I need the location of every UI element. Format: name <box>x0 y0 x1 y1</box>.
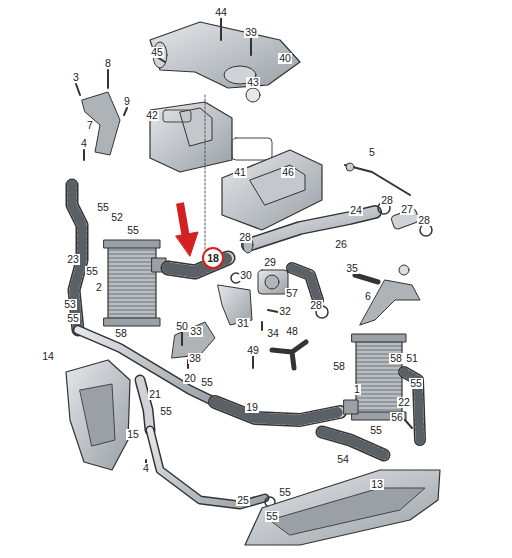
callout-number: 40 <box>278 53 292 64</box>
callout-number: 56 <box>390 412 404 423</box>
callout-number: 25 <box>236 495 250 506</box>
callout-number: 30 <box>239 270 253 281</box>
callout-number: 24 <box>349 205 363 216</box>
callout-number: 53 <box>63 299 77 310</box>
callout-number: 28 <box>309 300 323 311</box>
callout-number: 27 <box>400 204 414 215</box>
callout-number: 18 <box>207 252 219 264</box>
callout-number: 52 <box>110 212 124 223</box>
callout-number: 6 <box>364 291 372 302</box>
callout-number: 35 <box>345 263 359 274</box>
callout-number: 7 <box>86 120 94 131</box>
callout-number: 42 <box>145 110 159 121</box>
callout-number: 38 <box>188 353 202 364</box>
callout-number: 48 <box>285 326 299 337</box>
callout-number: 55 <box>200 377 214 388</box>
callout-number: 22 <box>397 397 411 408</box>
callout-number: 15 <box>126 429 140 440</box>
callout-number: 50 <box>175 321 189 332</box>
callout-number: 55 <box>85 266 99 277</box>
callout-number: 4 <box>142 463 150 474</box>
callout-number: 1 <box>353 384 361 395</box>
callout-number: 5 <box>368 147 376 158</box>
callout-number: 31 <box>236 318 250 329</box>
callout-number: 2 <box>95 282 103 293</box>
callout-number: 33 <box>189 326 203 337</box>
callout-number: 23 <box>66 254 80 265</box>
callout-number: 28 <box>380 195 394 206</box>
callout-number: 41 <box>233 167 247 178</box>
callout-number: 55 <box>369 425 383 436</box>
callout-number: 55 <box>126 225 140 236</box>
callout-number: 55 <box>409 378 423 389</box>
callout-number: 13 <box>370 479 384 490</box>
callout-number: 55 <box>159 406 173 417</box>
callout-number: 9 <box>123 96 131 107</box>
callout-number: 58 <box>114 328 128 339</box>
callout-number: 20 <box>183 373 197 384</box>
callout-number: 28 <box>417 215 431 226</box>
callout-number: 43 <box>246 77 260 88</box>
callout-number: 49 <box>246 345 260 356</box>
callout-number: 8 <box>104 58 112 69</box>
callout-number: 55 <box>96 202 110 213</box>
callout-number: 54 <box>336 454 350 465</box>
callout-number: 51 <box>405 353 419 364</box>
callout-number: 55 <box>66 313 80 324</box>
callout-number: 26 <box>334 239 348 250</box>
callout-number: 19 <box>245 402 259 413</box>
callout-number: 39 <box>244 27 258 38</box>
callout-number: 46 <box>281 167 295 178</box>
callout-number: 32 <box>278 306 292 317</box>
callout-number: 3 <box>72 72 80 83</box>
callout-number: 28 <box>238 232 252 243</box>
callout-number: 57 <box>285 288 299 299</box>
callout-number: 58 <box>389 353 403 364</box>
callout-number: 21 <box>148 389 162 400</box>
callout-number: 55 <box>278 487 292 498</box>
callout-number: 55 <box>265 511 279 522</box>
callout-number: 4 <box>80 138 88 149</box>
callout-number: 29 <box>263 257 277 268</box>
callout-number: 58 <box>332 361 346 372</box>
highlight-circle: 18 <box>202 247 224 269</box>
callout-number: 44 <box>214 7 228 18</box>
callout-number: 14 <box>41 351 55 362</box>
callout-number: 45 <box>150 47 164 58</box>
callout-number: 34 <box>266 328 280 339</box>
